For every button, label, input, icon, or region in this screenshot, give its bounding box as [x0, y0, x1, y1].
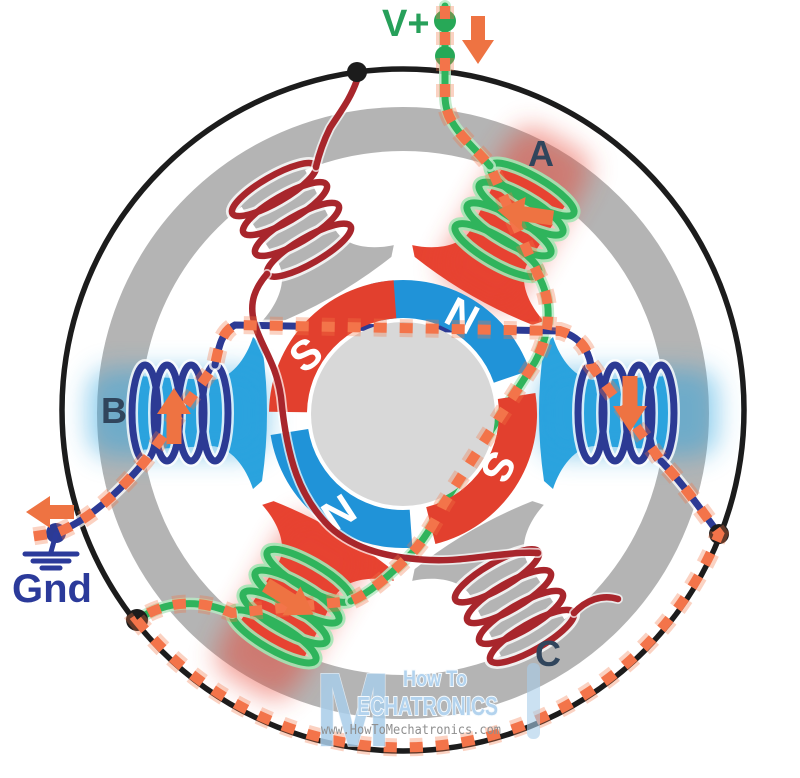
current-path: [20, 6, 730, 757]
watermark-brand: ECHATRONICS: [357, 691, 498, 721]
watermark-tool-icon: [527, 663, 540, 739]
magnet-north-top: [370, 280, 530, 383]
watermark: M How To ECHATRONICS www.HowToMechatroni…: [314, 651, 540, 770]
outer-wire-ring: [59, 66, 747, 754]
magnet-south-left: [269, 280, 397, 413]
junction-node-top: [347, 62, 367, 82]
supply-terminal-node: [434, 10, 456, 32]
magnet-north-bottom: [270, 429, 413, 549]
rotor-shaft: [311, 322, 495, 506]
watermark-logo: M: [315, 652, 391, 769]
watermark-tagline: How To: [403, 666, 467, 691]
ground-label: Gnd: [12, 567, 92, 611]
magnet-south-right: [426, 393, 538, 544]
supply-label: V+: [382, 3, 430, 45]
ground-symbol-icon: [22, 531, 80, 571]
rotor: N S N S: [269, 280, 538, 549]
watermark-url: www.HowToMechatronics.com: [321, 723, 501, 738]
current-arrow-supply: [462, 16, 494, 64]
phase-b-label: B: [101, 390, 127, 431]
phase-a-label: A: [528, 133, 554, 174]
